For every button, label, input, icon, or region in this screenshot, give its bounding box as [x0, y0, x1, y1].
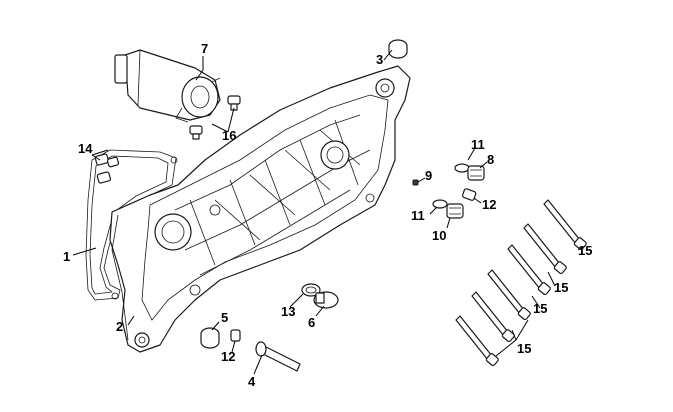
callout-8: 8 — [487, 152, 494, 167]
callout-7: 7 — [201, 41, 208, 56]
leader-lines — [72, 49, 586, 375]
callout-11-upper: 11 — [471, 137, 485, 152]
callout-13: 13 — [281, 304, 295, 319]
callout-15-second: 15 — [554, 280, 568, 295]
sleeve-part-12b — [230, 329, 241, 342]
bolts-part-16 — [189, 95, 241, 140]
callout-1: 1 — [63, 249, 70, 264]
sleeve-part-12a — [461, 188, 477, 201]
bushing-part-5 — [200, 327, 220, 349]
callout-12-right: 12 — [482, 197, 496, 212]
callout-3: 3 — [376, 52, 383, 67]
callout-10: 10 — [432, 228, 446, 243]
callout-4: 4 — [248, 374, 256, 389]
pin-part-9 — [412, 179, 419, 186]
callout-16: 16 — [222, 128, 236, 143]
dowel-pins-part-14 — [94, 153, 120, 184]
bushing-part-3 — [388, 39, 408, 59]
callout-15-third: 15 — [533, 301, 547, 316]
callout-11-lower: 11 — [411, 208, 425, 223]
callout-5: 5 — [221, 310, 228, 325]
callout-6: 6 — [308, 315, 315, 330]
callout-labels: 7 3 16 14 11 8 9 11 12 10 1 15 15 15 15 … — [63, 41, 592, 389]
starter-motor-part-7 — [114, 49, 221, 123]
shaft-part-4 — [255, 341, 301, 372]
cap-part-6 — [313, 291, 339, 309]
callout-12-bottom: 12 — [221, 349, 235, 364]
callout-9: 9 — [425, 168, 432, 183]
callout-14: 14 — [78, 141, 93, 156]
drain-plug-part-8 — [454, 163, 485, 181]
callout-15-top: 15 — [578, 243, 592, 258]
callout-2: 2 — [116, 319, 123, 334]
plug-part-10 — [432, 199, 464, 219]
crankcase-part-2 — [109, 65, 411, 353]
callout-15-bottom: 15 — [517, 341, 531, 356]
long-bolts-part-15 — [455, 199, 587, 367]
gasket-part-1 — [85, 149, 178, 301]
